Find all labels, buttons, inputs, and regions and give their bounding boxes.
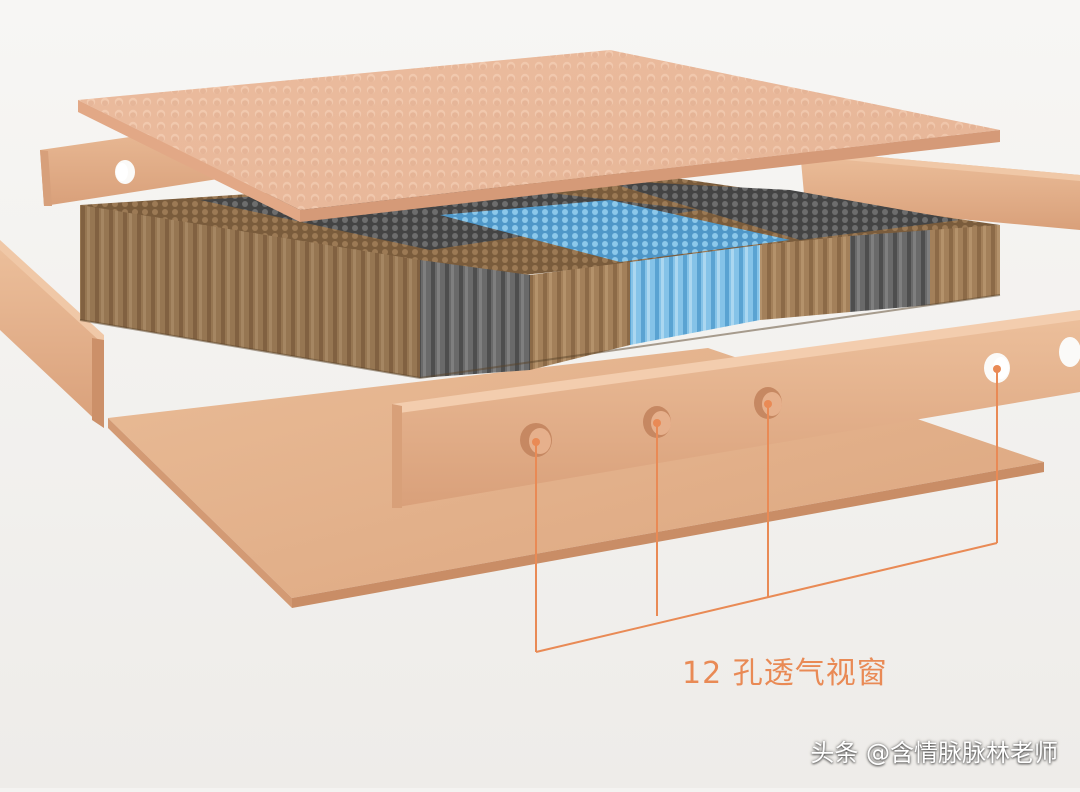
callout-lines (532, 365, 1001, 653)
left-side-rail (0, 240, 104, 428)
ventilation-window-label: 12 孔透气视窗 (682, 656, 888, 691)
watermark: 头条 @含情脉脉林老师 (810, 739, 1058, 767)
front-rail (392, 310, 1080, 508)
vent-hole (1059, 337, 1080, 367)
egg-crate-foam-layer (78, 50, 1000, 222)
